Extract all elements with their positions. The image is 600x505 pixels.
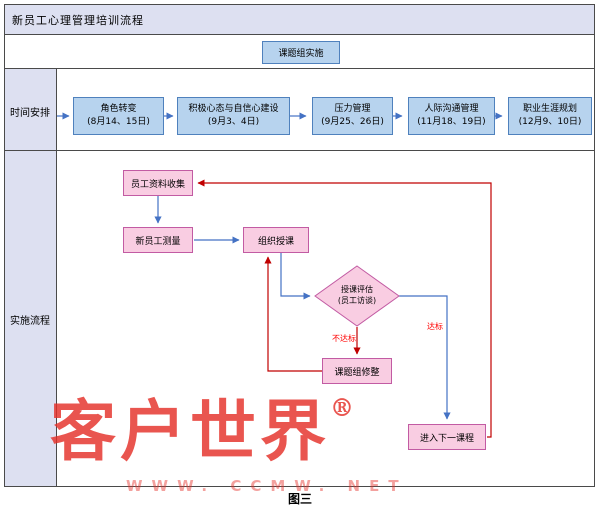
process-row-label: 实施流程: [10, 316, 50, 327]
pass-branch-label: 达标: [427, 322, 443, 331]
team-implement-box: 课题组实施: [262, 41, 340, 64]
node-evaluation-label: 授课评估 (员工访谈): [315, 284, 399, 306]
time-step-date: (9月3、4日): [207, 117, 260, 127]
node-collect-info: 员工资料收集: [123, 170, 193, 196]
time-step-role-change: 角色转变 (8月14、15日): [73, 97, 164, 135]
time-step-date: (11月18、19日): [417, 117, 486, 127]
time-step-name: 人际沟通管理: [424, 104, 479, 114]
time-label-cell-background: [5, 68, 56, 150]
time-step-career-planning: 职业生涯规划 (12月9、10日): [508, 97, 592, 135]
divider: [4, 68, 595, 69]
node-organize-teaching: 组织授课: [243, 227, 309, 253]
divider: [4, 150, 595, 151]
time-step-positive-mindset: 积极心态与自信心建设 (9月3、4日): [177, 97, 290, 135]
time-step-date: (8月14、15日): [87, 117, 150, 127]
page-title: 新员工心理管理培训流程: [12, 14, 144, 27]
time-row-label: 时间安排: [10, 108, 50, 119]
fail-branch-label: 不达标: [332, 334, 356, 343]
time-step-name: 职业生涯规划: [522, 104, 577, 114]
time-step-name: 角色转变: [100, 104, 137, 114]
time-step-date: (9月25、26日): [321, 117, 384, 127]
node-course-adjust: 课题组修整: [322, 358, 392, 384]
node-measure-employee: 新员工测量: [123, 227, 193, 253]
table-frame: [4, 4, 595, 487]
figure-caption: 图三: [287, 492, 312, 505]
divider: [4, 34, 595, 35]
time-step-date: (12月9、10日): [518, 117, 582, 127]
divider: [56, 68, 57, 487]
evaluation-line2: (员工访谈): [337, 296, 377, 305]
time-step-stress-management: 压力管理 (9月25、26日): [312, 97, 393, 135]
process-label-cell-background: [5, 151, 56, 486]
evaluation-line1: 授课评估: [341, 285, 373, 294]
title-cell-background: [5, 5, 594, 34]
time-step-name: 积极心态与自信心建设: [188, 104, 279, 114]
time-step-name: 压力管理: [334, 104, 371, 114]
time-step-communication: 人际沟通管理 (11月18、19日): [408, 97, 495, 135]
node-next-course: 进入下一课程: [408, 424, 486, 450]
